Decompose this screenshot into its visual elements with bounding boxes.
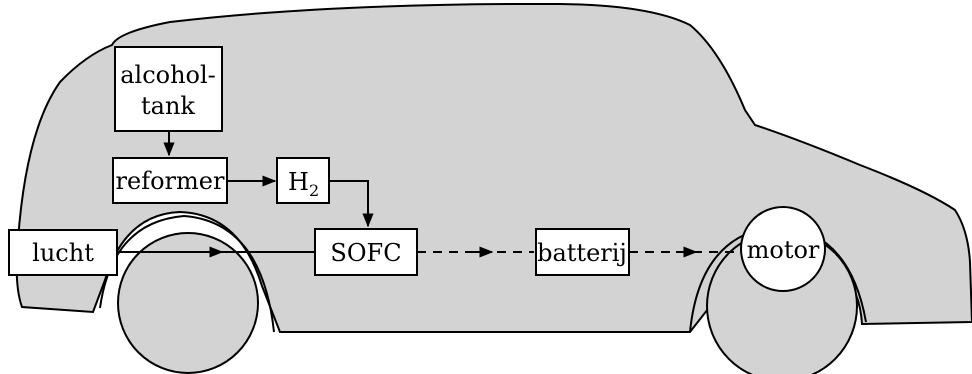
h2-label: H2 bbox=[288, 168, 319, 200]
node-sofc: SOFC bbox=[314, 228, 418, 276]
node-alcohol-tank: alcohol- tank bbox=[114, 46, 223, 132]
sofc-label: SOFC bbox=[330, 239, 401, 267]
front-wheel bbox=[117, 232, 259, 374]
lucht-label: lucht bbox=[32, 239, 94, 267]
alcohol-tank-line1: alcohol- bbox=[120, 61, 216, 89]
arrow-h2-to-sofc bbox=[329, 180, 374, 228]
h2-letter: H bbox=[288, 168, 309, 196]
node-h2: H2 bbox=[276, 157, 330, 204]
batterij-label: batterij bbox=[537, 239, 627, 267]
node-motor: motor bbox=[740, 206, 826, 292]
node-reformer: reformer bbox=[112, 157, 228, 204]
alcohol-tank-line2: tank bbox=[141, 92, 195, 120]
motor-label: motor bbox=[747, 236, 820, 264]
h2-subscript: 2 bbox=[309, 181, 319, 200]
reformer-label: reformer bbox=[116, 167, 225, 195]
node-lucht: lucht bbox=[8, 229, 118, 276]
node-batterij: batterij bbox=[535, 228, 630, 276]
